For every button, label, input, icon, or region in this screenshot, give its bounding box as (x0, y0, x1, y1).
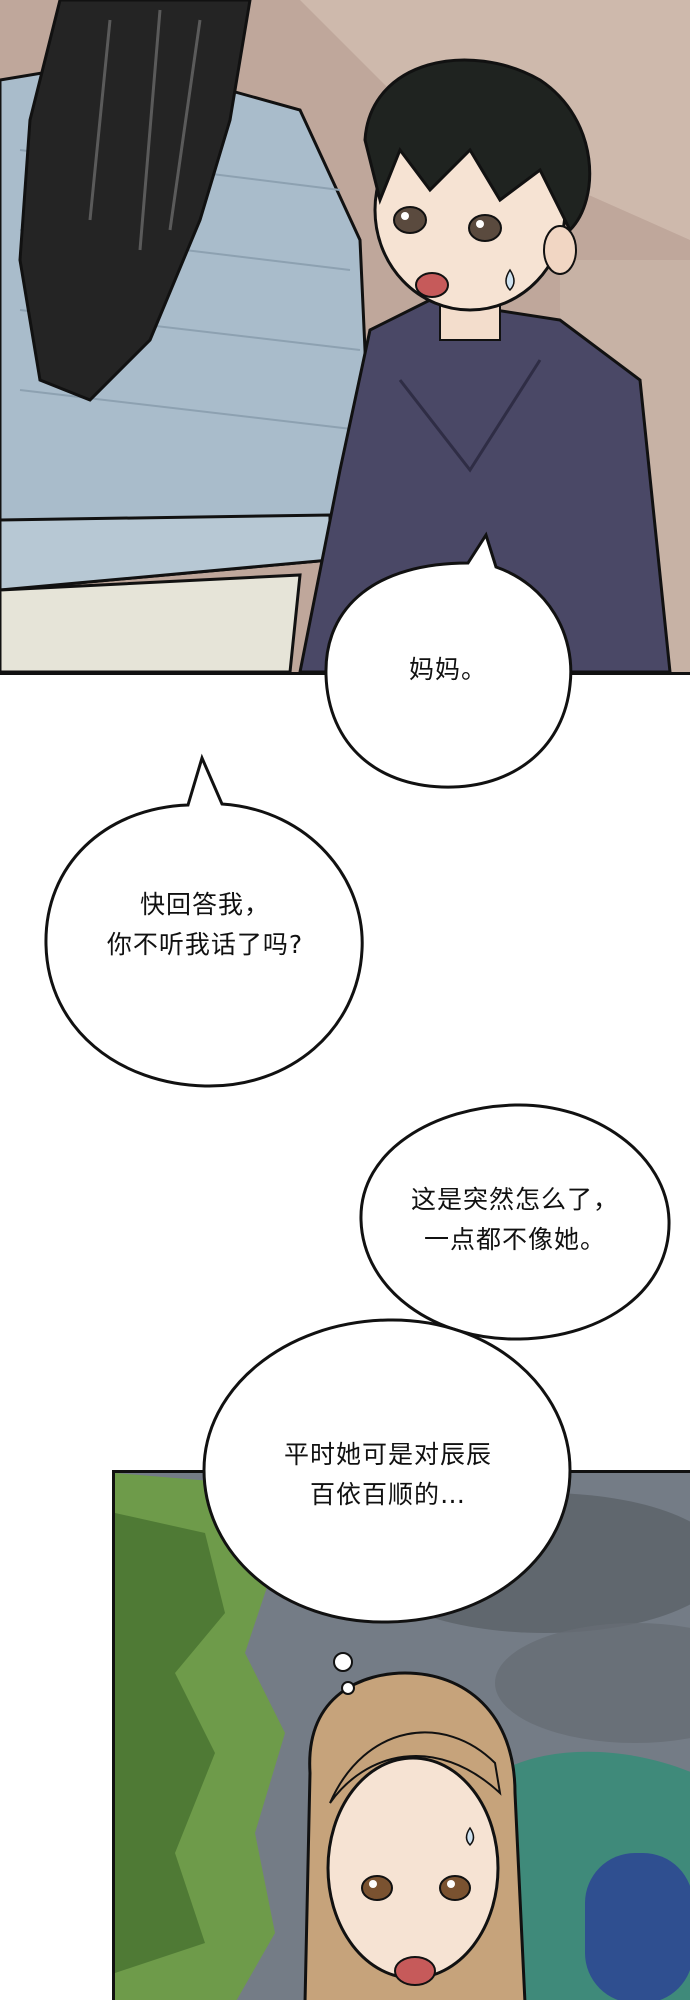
panel-mother-and-son (0, 0, 690, 675)
thought-bubble-always-indulgent: 平时她可是对辰辰 百依百顺的… (198, 1310, 578, 1695)
bubble-outline (359, 1103, 671, 1341)
bubble-outline (202, 1318, 572, 1695)
dialogue-line: 快回答我， (139, 890, 270, 919)
panel-illustration (0, 0, 690, 672)
dialogue-line: 平时她可是对辰辰 (283, 1440, 492, 1469)
dialogue-line: 这是突然怎么了， (410, 1185, 619, 1214)
dialogue-line: 百依百顺的… (309, 1480, 466, 1509)
bubble-text: 这是突然怎么了， 一点都不像她。 (411, 1180, 619, 1260)
dialogue-line: 你不听我话了吗? (106, 930, 304, 959)
dialogue-line: 一点都不像她。 (423, 1225, 606, 1254)
speech-bubble-mom: 妈妈。 (318, 531, 578, 795)
bubble-text: 快回答我， 你不听我话了吗? (107, 885, 303, 965)
bubble-text: 妈妈。 (409, 650, 487, 690)
bubble-outline (324, 531, 573, 789)
speech-bubble-answer-me: 快回答我， 你不听我话了吗? (40, 753, 370, 1090)
bubble-outline (44, 753, 364, 1088)
thought-bubble-suddenly: 这是突然怎么了， 一点都不像她。 (355, 1095, 675, 1345)
dialogue-line: 妈妈。 (408, 655, 487, 684)
bubble-text: 平时她可是对辰辰 百依百顺的… (284, 1435, 492, 1515)
